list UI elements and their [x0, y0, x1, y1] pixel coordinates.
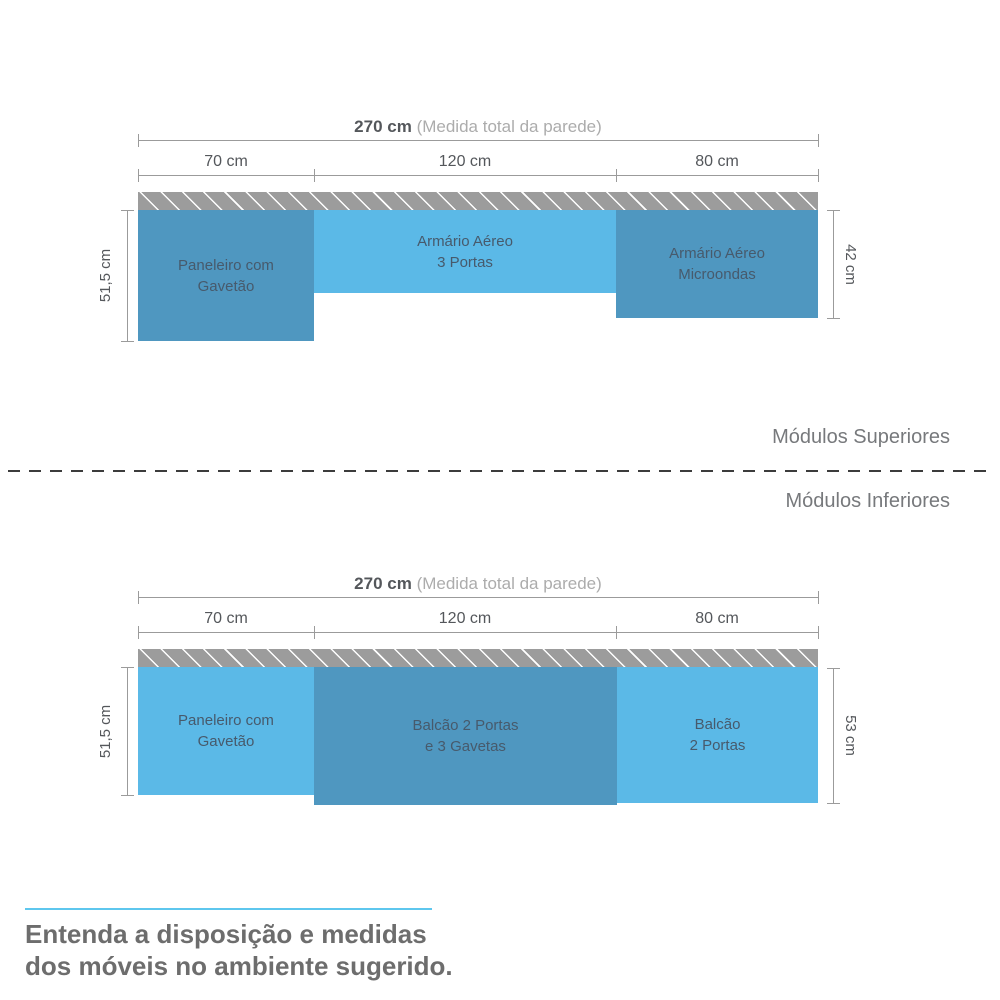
dimension-tick [314, 169, 315, 182]
footer-heading-line2: dos móveis no ambiente sugerido. [25, 951, 453, 981]
lower-total-value: 270 cm [354, 574, 412, 593]
module-label-line: 3 Portas [437, 253, 493, 271]
dimension-cap [827, 803, 840, 804]
lower-left-height-label: 51,5 cm [95, 667, 117, 795]
module-label-line: Gavetão [197, 277, 255, 295]
module-box-balcao-2-portas: Balcão 2 Portas [617, 667, 818, 803]
module-box-armario-aereo-3-portas: Armário Aéreo 3 Portas [314, 210, 616, 293]
dimension-cap [121, 667, 134, 668]
module-box-armario-aereo-microondas: Armário Aéreo Microondas [616, 210, 818, 318]
dimension-tick [818, 626, 819, 639]
module-box-paneleiro-superior: Paneleiro com Gavetão [138, 210, 314, 341]
module-label-line: e 3 Gavetas [425, 738, 506, 755]
dimension-cap [121, 210, 134, 211]
lower-right-height-label: 53 cm [839, 668, 861, 803]
upper-right-height-line [833, 210, 834, 318]
upper-total-note: (Medida total da parede) [416, 117, 602, 136]
section-label-inferiores: Módulos Inferiores [785, 490, 950, 512]
upper-total-value: 270 cm [354, 117, 412, 136]
module-label-line: Paneleiro com [178, 256, 274, 274]
upper-seg1-label: 70 cm [204, 153, 248, 170]
module-label-line: Armário Aéreo [669, 245, 765, 262]
module-label-line: Gavetão [197, 733, 255, 750]
section-label-superiores: Módulos Superiores [772, 426, 950, 448]
lower-total-note: (Medida total da parede) [416, 574, 602, 593]
module-label-line: Balcão [694, 716, 741, 733]
lower-left-height-line [127, 667, 128, 795]
dimension-cap [121, 795, 134, 796]
dimension-tick [138, 169, 139, 182]
dimension-tick [616, 169, 617, 182]
dimension-tick [314, 626, 315, 639]
dimension-cap [827, 210, 840, 211]
module-label-line: Armário Aéreo [417, 232, 513, 250]
lower-total-dimension-label: 270 cm (Medida total da parede) [138, 574, 818, 594]
module-box-paneleiro-inferior: Paneleiro com Gavetão [138, 667, 314, 795]
upper-seg2-label: 120 cm [438, 153, 492, 170]
module-label-line: Microondas [678, 266, 756, 283]
module-label-line: 2 Portas [689, 737, 746, 754]
lower-seg3-label: 80 cm [695, 610, 739, 627]
lower-segment-dimension-line [138, 632, 818, 633]
module-label-line: Balcão 2 Portas [412, 717, 519, 734]
dimension-tick [818, 134, 819, 147]
lower-left-height-value: 51,5 cm [97, 704, 115, 758]
upper-seg3-label: 80 cm [695, 153, 739, 170]
module-box-balcao-2-portas-3-gavetas: Balcão 2 Portas e 3 Gavetas [314, 667, 617, 805]
lower-seg2-label: 120 cm [438, 610, 492, 627]
footer-accent-rule [25, 908, 432, 910]
module-label-line: Paneleiro com [178, 712, 274, 729]
upper-diagram: 270 cm (Medida total da parede) 70 cm 12… [0, 0, 1000, 470]
upper-wall-hatch [138, 192, 818, 210]
lower-right-height-line [833, 668, 834, 803]
footer-heading-line1: Entenda a disposição e medidas [25, 919, 427, 949]
section-divider-dashed-line [8, 470, 992, 472]
dimension-tick [138, 591, 139, 604]
upper-total-dimension-line [138, 140, 818, 141]
lower-total-dimension-line [138, 597, 818, 598]
lower-seg1-label: 70 cm [204, 610, 248, 627]
dimension-tick [818, 169, 819, 182]
dimension-cap [827, 668, 840, 669]
upper-segment-dimension-line [138, 175, 818, 176]
upper-left-height-line [127, 210, 128, 341]
lower-right-height-value: 53 cm [841, 715, 859, 756]
dimension-tick [138, 134, 139, 147]
footer-heading: Entenda a disposição e medidas dos móvei… [25, 918, 545, 982]
dimension-tick [818, 591, 819, 604]
upper-total-dimension-label: 270 cm (Medida total da parede) [138, 117, 818, 137]
lower-wall-hatch [138, 649, 818, 667]
dimension-tick [616, 626, 617, 639]
dimension-cap [827, 318, 840, 319]
dimension-tick [138, 626, 139, 639]
dimension-cap [121, 341, 134, 342]
